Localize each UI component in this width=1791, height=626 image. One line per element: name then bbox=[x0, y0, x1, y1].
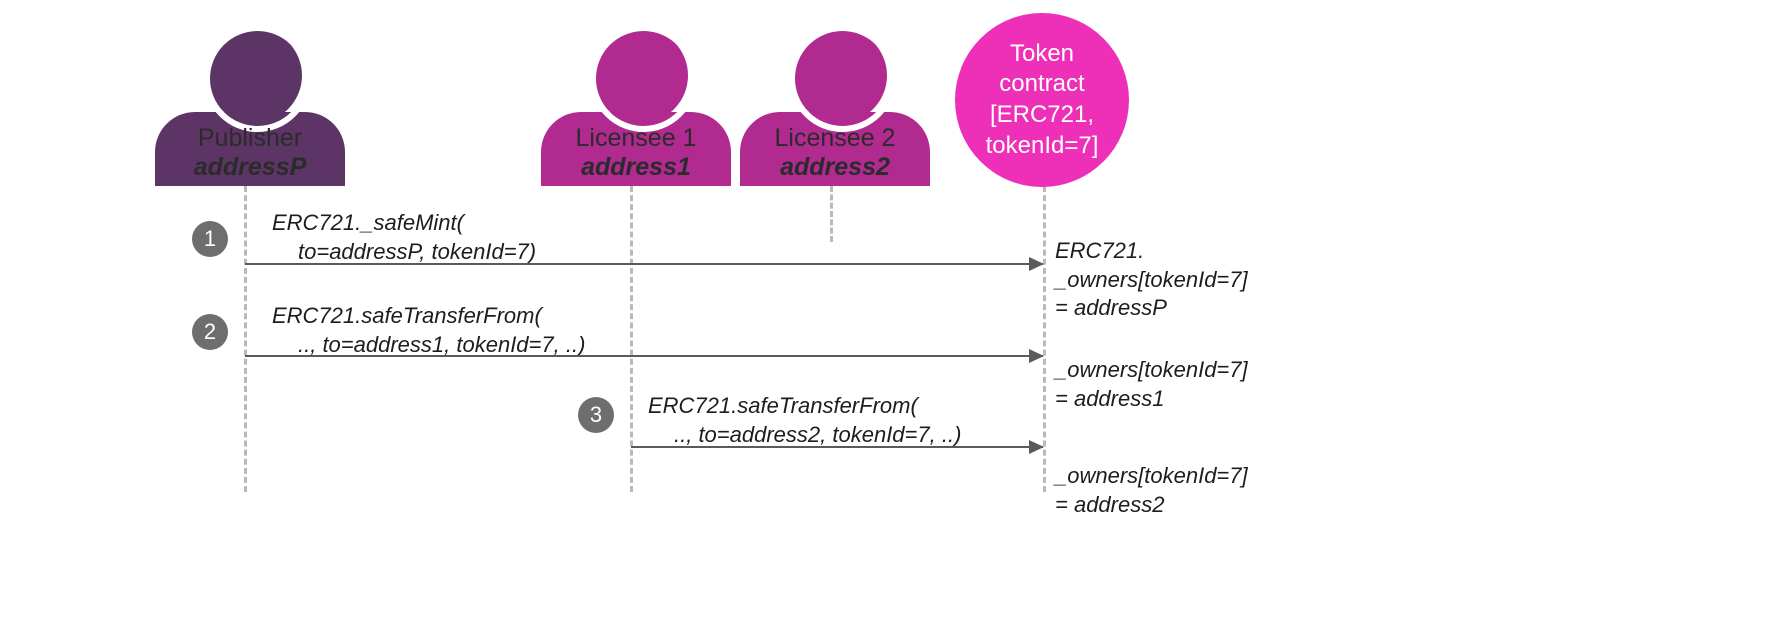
token-contract-line-1: Token bbox=[1009, 39, 1075, 67]
message-2-arrow bbox=[245, 349, 1044, 363]
message-2-line-2: .., to=address1, tokenId=7, ..) bbox=[298, 331, 586, 357]
note-3-owner-address2: _owners[tokenId=7] = address2 bbox=[1055, 462, 1248, 519]
message-2-line-1: ERC721.safeTransferFrom( bbox=[272, 303, 542, 328]
lifeline-contract bbox=[1043, 186, 1046, 492]
actor-licensee1[interactable]: Licensee 1 address1 bbox=[541, 25, 731, 186]
message-1-line-1: ERC721._safeMint( bbox=[272, 210, 464, 235]
note-1-line-1: ERC721. bbox=[1055, 238, 1145, 263]
message-1-arrow bbox=[245, 257, 1044, 271]
licensee2-head-ring bbox=[789, 25, 896, 132]
licensee2-address: address2 bbox=[780, 153, 890, 181]
token-contract-line-4: tokenId=7] bbox=[985, 131, 1099, 159]
token-contract-label: Token contract [ERC721, tokenId=7] bbox=[986, 39, 1099, 162]
note-1-line-2: _owners[tokenId=7] bbox=[1055, 266, 1248, 292]
message-3-line-2: .., to=address2, tokenId=7, ..) bbox=[674, 421, 962, 447]
licensee2-name: Licensee 2 bbox=[774, 124, 896, 152]
message-1-label: ERC721._safeMint( to=addressP, tokenId=7… bbox=[272, 209, 536, 266]
publisher-head-ring bbox=[204, 25, 311, 132]
publisher-address: addressP bbox=[193, 153, 307, 181]
token-contract-line-3: [ERC721, bbox=[989, 101, 1095, 128]
message-3-arrow bbox=[631, 440, 1044, 454]
note-3-line-1: _owners[tokenId=7] bbox=[1055, 463, 1248, 488]
publisher-name: Publisher bbox=[197, 124, 303, 152]
message-2-badge: 2 bbox=[192, 314, 228, 350]
note-2-line-2: = address1 bbox=[1055, 385, 1165, 411]
lifeline-publisher bbox=[244, 186, 247, 492]
note-2-line-1: _owners[tokenId=7] bbox=[1055, 357, 1248, 382]
token-contract-line-2: contract bbox=[999, 70, 1085, 98]
lifeline-licensee2 bbox=[830, 186, 833, 242]
message-3-label: ERC721.safeTransferFrom( .., to=address2… bbox=[648, 392, 961, 449]
message-3-line-1: ERC721.safeTransferFrom( bbox=[648, 393, 918, 418]
licensee1-head-ring bbox=[590, 25, 697, 132]
note-3-line-2: = address2 bbox=[1055, 491, 1165, 517]
note-1-owner-addressP: ERC721. _owners[tokenId=7] = addressP bbox=[1055, 237, 1248, 323]
lifeline-licensee1 bbox=[630, 186, 633, 492]
actor-token-contract[interactable]: Token contract [ERC721, tokenId=7] bbox=[955, 13, 1129, 187]
message-1-badge: 1 bbox=[192, 221, 228, 257]
message-1-line-2: to=addressP, tokenId=7) bbox=[298, 238, 537, 264]
note-2-owner-address1: _owners[tokenId=7] = address1 bbox=[1055, 356, 1248, 413]
note-1-line-3: = addressP bbox=[1055, 295, 1167, 321]
actor-publisher[interactable]: Publisher addressP bbox=[155, 25, 345, 186]
licensee1-name: Licensee 1 bbox=[575, 124, 697, 152]
message-3-badge: 3 bbox=[578, 397, 614, 433]
actor-licensee2[interactable]: Licensee 2 address2 bbox=[740, 25, 930, 186]
message-2-label: ERC721.safeTransferFrom( .., to=address1… bbox=[272, 302, 585, 359]
licensee1-address: address1 bbox=[581, 153, 691, 181]
